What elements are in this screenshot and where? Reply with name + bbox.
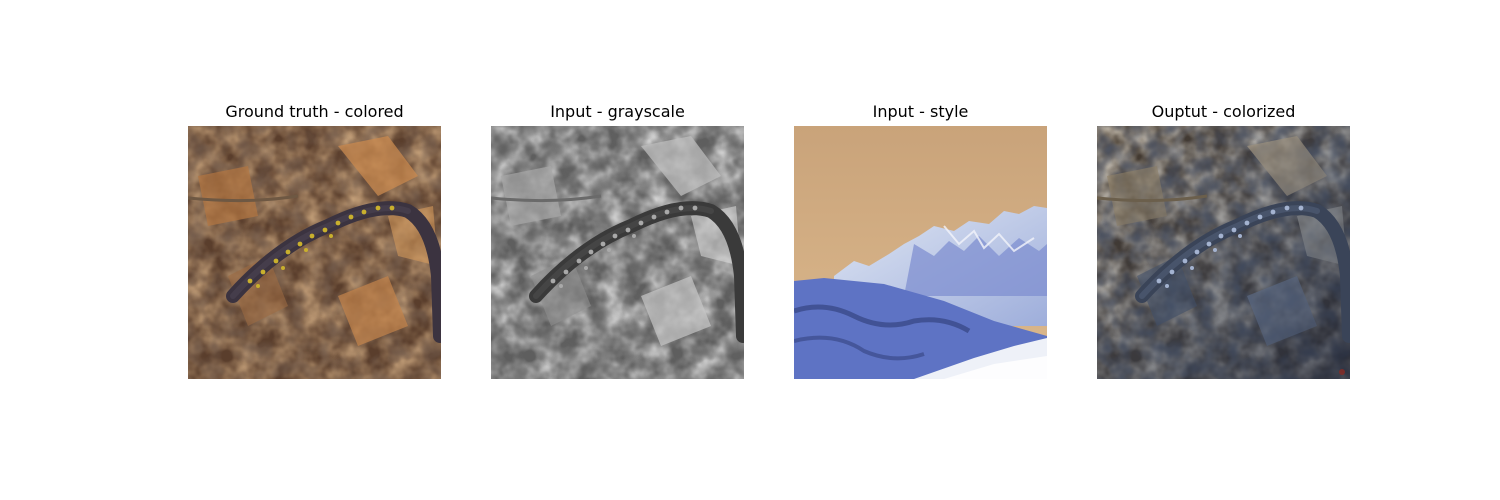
colorized-output-image [1097, 126, 1350, 379]
style-image [794, 126, 1047, 379]
panel-title: Input - grayscale [550, 102, 685, 121]
panel-title: Ground truth - colored [225, 102, 404, 121]
ground-truth-image [188, 126, 441, 379]
panel-title: Input - style [872, 102, 969, 121]
panel-output-colorized: Ouptut - colorized [1097, 0, 1350, 500]
panel-ground-truth: Ground truth - colored [188, 0, 441, 500]
panel-title: Ouptut - colorized [1151, 102, 1296, 121]
panel-input-grayscale: Input - grayscale [491, 0, 744, 500]
panel-input-style: Input - style [794, 0, 1047, 500]
grayscale-image [491, 126, 744, 379]
